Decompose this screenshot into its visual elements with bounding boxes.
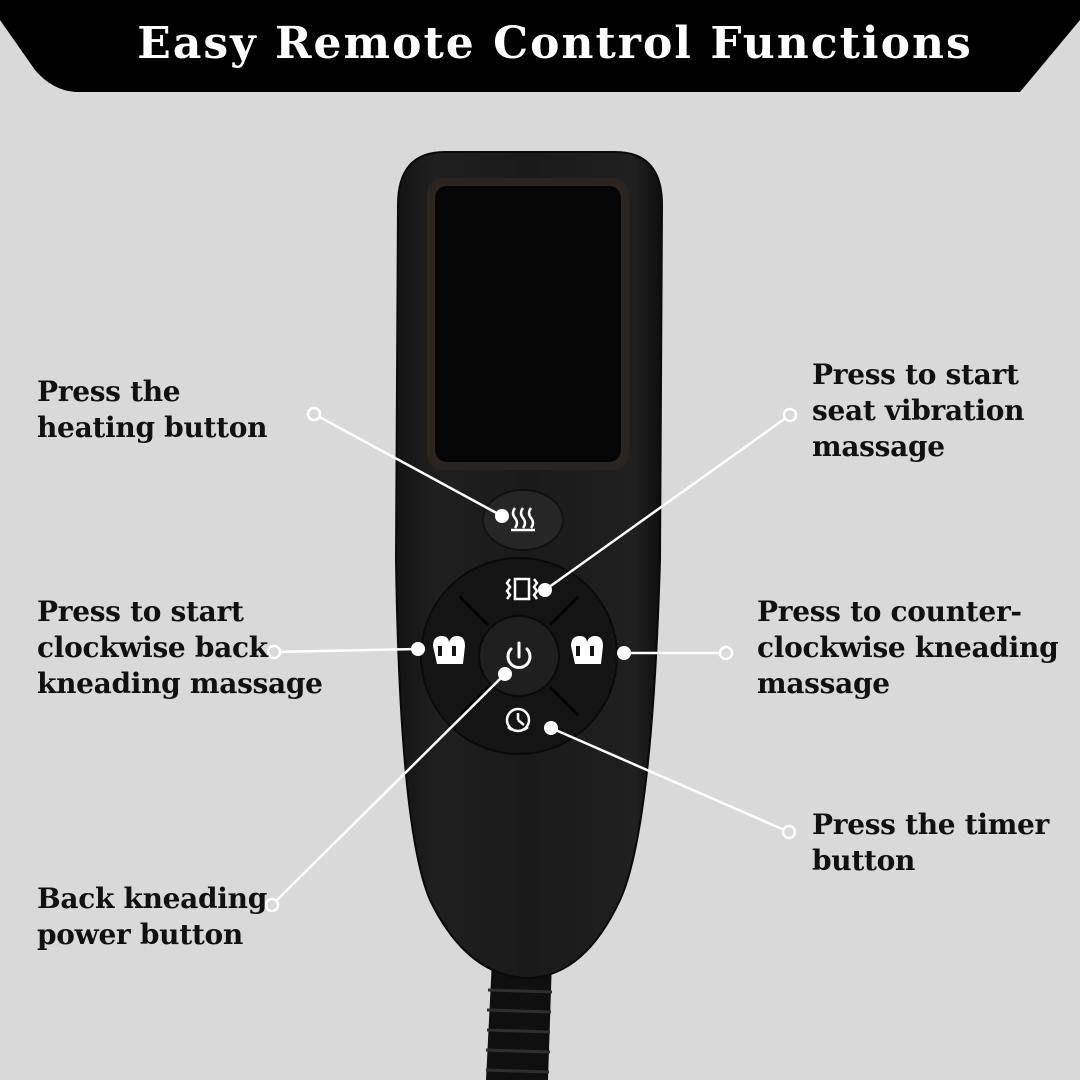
callout-clockwise-kneading: Press to start clockwise back kneading m… — [37, 595, 323, 700]
timer-button[interactable] — [505, 707, 531, 733]
timer-clock-icon — [505, 707, 531, 733]
callout-heating: Press the heating button — [37, 375, 268, 444]
callout-counter-clockwise-kneading: Press to counter- clockwise kneading mas… — [757, 595, 1059, 700]
callout-timer: Press the timer button — [812, 808, 1050, 877]
callout-lines — [271, 412, 791, 906]
callout-dots — [264, 406, 798, 913]
callout-power: Back kneading power button — [37, 882, 267, 951]
counter-clockwise-kneading-button[interactable] — [571, 636, 603, 664]
heating-button[interactable] — [482, 489, 564, 551]
heat-waves-icon — [511, 507, 535, 532]
page-title: Easy Remote Control Functions — [137, 18, 973, 69]
seat-vibration-button[interactable] — [505, 577, 539, 601]
cable — [485, 960, 553, 1080]
title-banner — [0, 0, 1080, 92]
hands-kneading-icon — [571, 636, 603, 664]
callout-seat-vibration: Press to start seat vibration massage — [812, 358, 1025, 463]
clockwise-kneading-button[interactable] — [433, 636, 465, 664]
vibration-icon — [505, 577, 539, 601]
hands-kneading-icon — [433, 636, 465, 664]
power-icon — [506, 641, 532, 669]
power-button[interactable] — [478, 615, 560, 697]
